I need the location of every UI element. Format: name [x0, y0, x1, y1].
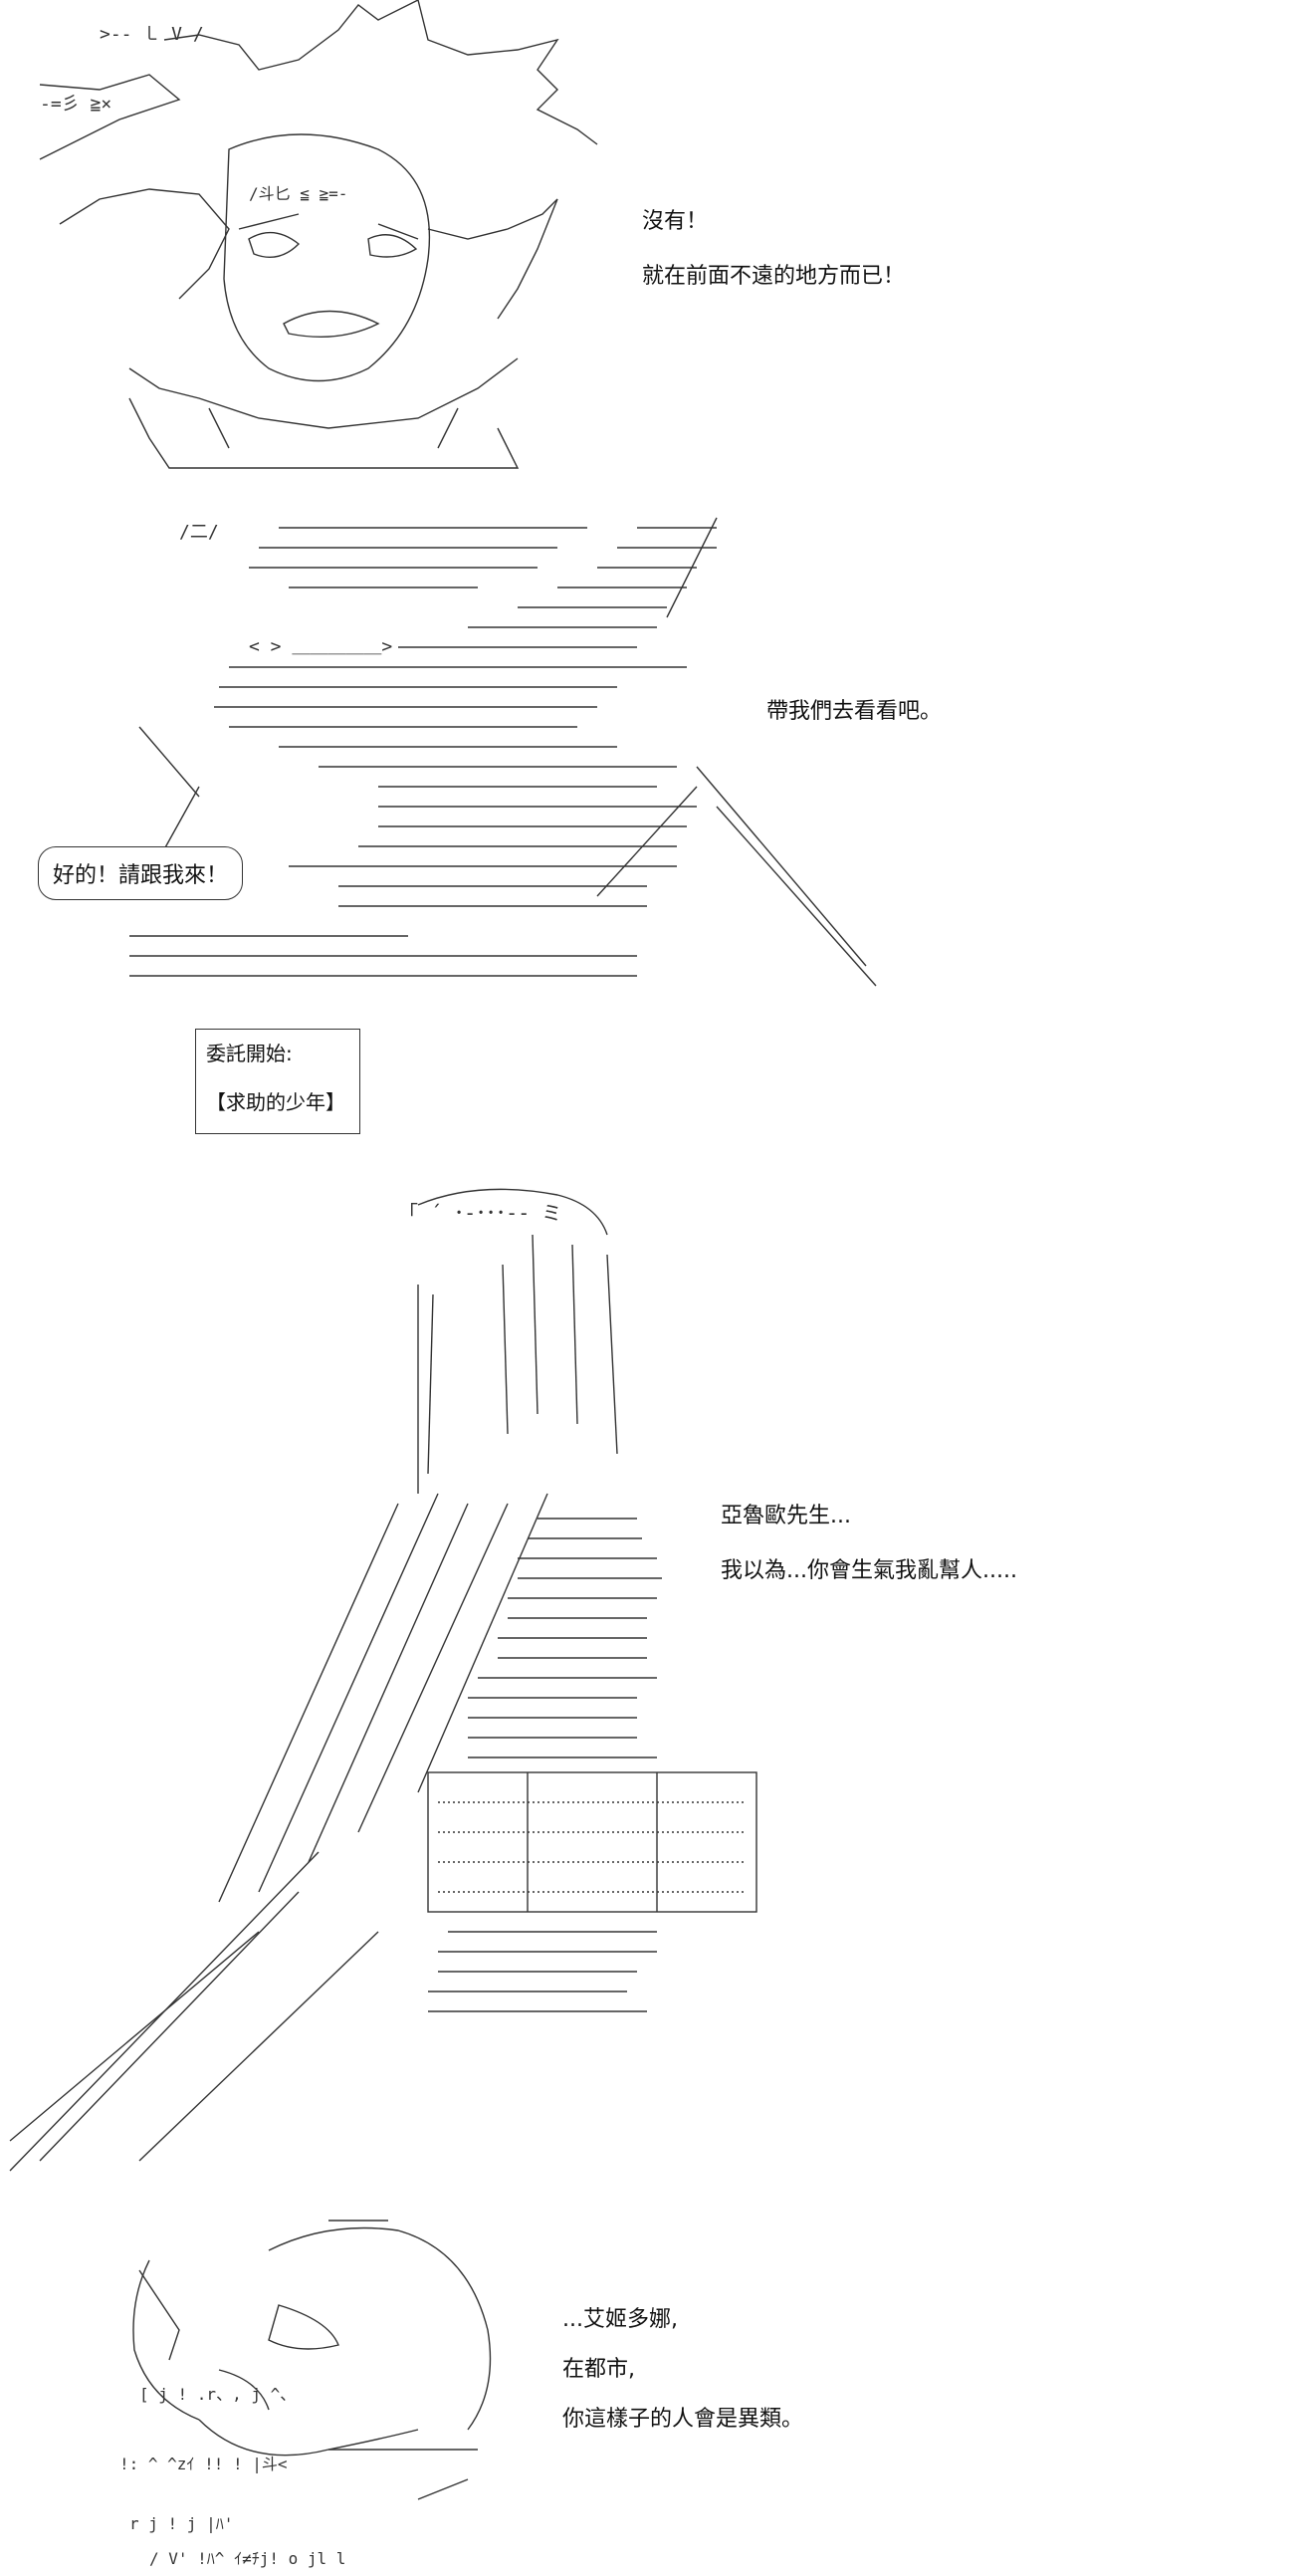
- quest-start-label: 委託開始:: [206, 1042, 293, 1065]
- panel-3: 「 ´ ･-･･･-- ミ 亞魯歐先生... 我以為...你會生氣我亂幫人...…: [0, 1175, 1294, 2172]
- svg-text:r j ! j |ﾊ': r j ! j |ﾊ': [129, 2514, 233, 2533]
- panel-1: >-- ㇄ V / -=彡 ≧× /斗匕 ≦ ≧=- 沒有！ 就在前面不遠的地方…: [0, 0, 1294, 478]
- svg-text:/二/: /二/: [179, 522, 219, 543]
- svg-text:< > ＿＿＿＿＿>: < > ＿＿＿＿＿>: [249, 636, 392, 657]
- character-art-boy: >-- ㇄ V / -=彡 ≧× /斗匕 ≦ ≧=-: [39, 0, 598, 469]
- dialog-line: ...艾姬多娜,: [562, 2307, 678, 2332]
- svg-text:/ V' !ﾊ^ ｲ≠ﾁj! o jl l: / V' !ﾊ^ ｲ≠ﾁj! o jl l: [149, 2549, 345, 2568]
- quest-box: 委託開始: 【求助的少年】: [195, 1029, 360, 1134]
- character-art-creature: [ j ! .r、, j ^、 !: ^ ^zｲ !! ! |斗< r j ! …: [119, 2220, 492, 2568]
- speech-bubble: 好的！請跟我來！: [38, 846, 244, 900]
- svg-text:/斗匕 ≦ ≧=-: /斗匕 ≦ ≧=-: [249, 184, 347, 203]
- svg-text:>-- ㇄ V /: >-- ㇄ V /: [100, 24, 204, 45]
- quest-title: 【求助的少年】: [206, 1090, 345, 1114]
- dialog-line: 在都市,: [562, 2357, 635, 2382]
- dialog-line: 就在前面不遠的地方而已！: [642, 264, 906, 289]
- dialog-line: 我以為...你會生氣我亂幫人.....: [721, 1558, 1017, 1583]
- svg-text:!: ^ ^zｲ !! ! |斗<: !: ^ ^zｲ !! ! |斗<: [119, 2455, 288, 2473]
- panel-2: /二/ < > ＿＿＿＿＿> 帶我們去看看吧。 好的！請跟我來！: [0, 498, 1294, 996]
- dialog-line: 你這樣子的人會是異類。: [562, 2407, 804, 2432]
- dialog-line: 帶我們去看看吧。: [766, 699, 943, 724]
- dialog-line: 亞魯歐先生...: [721, 1504, 851, 1528]
- character-art-hooded-figure: 「 ´ ･-･･･-- ミ: [9, 1188, 757, 2172]
- character-art-group: /二/ < > ＿＿＿＿＿>: [129, 517, 877, 987]
- svg-text:-=彡 ≧×: -=彡 ≧×: [40, 94, 111, 115]
- svg-text:[ j ! .r、, j ^、: [ j ! .r、, j ^、: [139, 2385, 296, 2404]
- dialog-line: 沒有！: [642, 209, 709, 234]
- panel-4: [ j ! .r、, j ^、 !: ^ ^zｲ !! ! |斗< r j ! …: [0, 2171, 1294, 2576]
- svg-text:「 ´ ･-･･･-- ミ: 「 ´ ･-･･･-- ミ: [398, 1201, 561, 1225]
